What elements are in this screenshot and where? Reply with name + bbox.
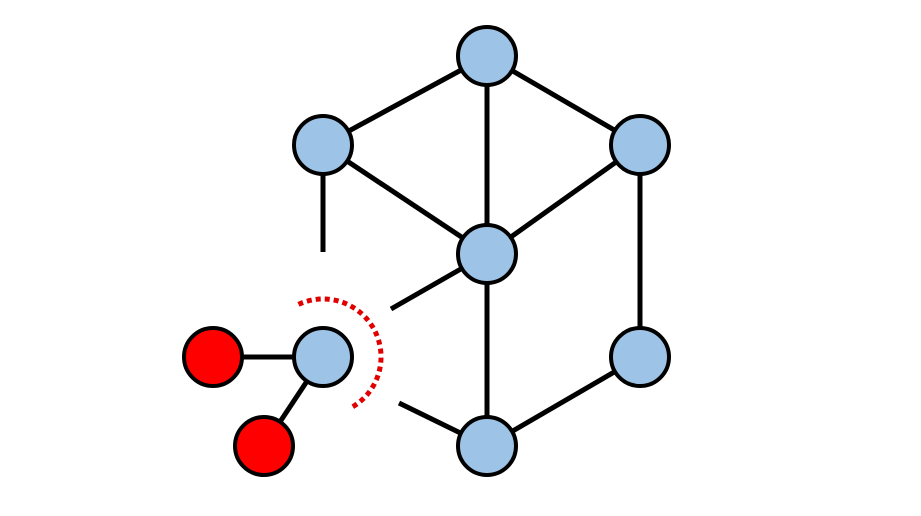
node-bottom [456, 415, 518, 477]
nodes-layer [182, 25, 671, 477]
node-red-left [182, 326, 244, 388]
cut-arc [297, 296, 384, 411]
node-top [456, 25, 518, 87]
broken-edges-layer [320, 174, 489, 449]
node-center [456, 223, 518, 285]
node-red-bottom [233, 415, 295, 477]
edge-top-upper-left [321, 53, 489, 148]
edges-layer [213, 53, 643, 449]
node-upper-right [609, 114, 671, 176]
node-detached [292, 326, 354, 388]
node-upper-left [292, 114, 354, 176]
cut-marker-layer [297, 296, 384, 411]
edge-upper-right-center [485, 142, 642, 257]
node-lower-right [609, 326, 671, 388]
edge-upper-left-center [321, 142, 489, 257]
